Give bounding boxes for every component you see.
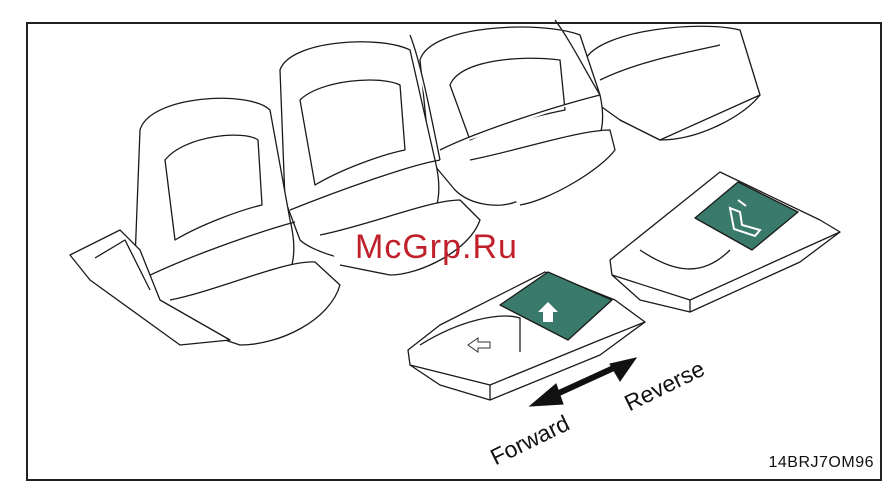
seat-direction-switch[interactable] — [408, 272, 645, 400]
horn-switch[interactable] — [610, 172, 840, 312]
watermark-text: McGrp.Ru — [355, 228, 518, 267]
seat-3 — [420, 20, 615, 205]
figure-code: 14BRJ7OM96 — [769, 454, 875, 472]
seat-4 — [585, 26, 760, 140]
